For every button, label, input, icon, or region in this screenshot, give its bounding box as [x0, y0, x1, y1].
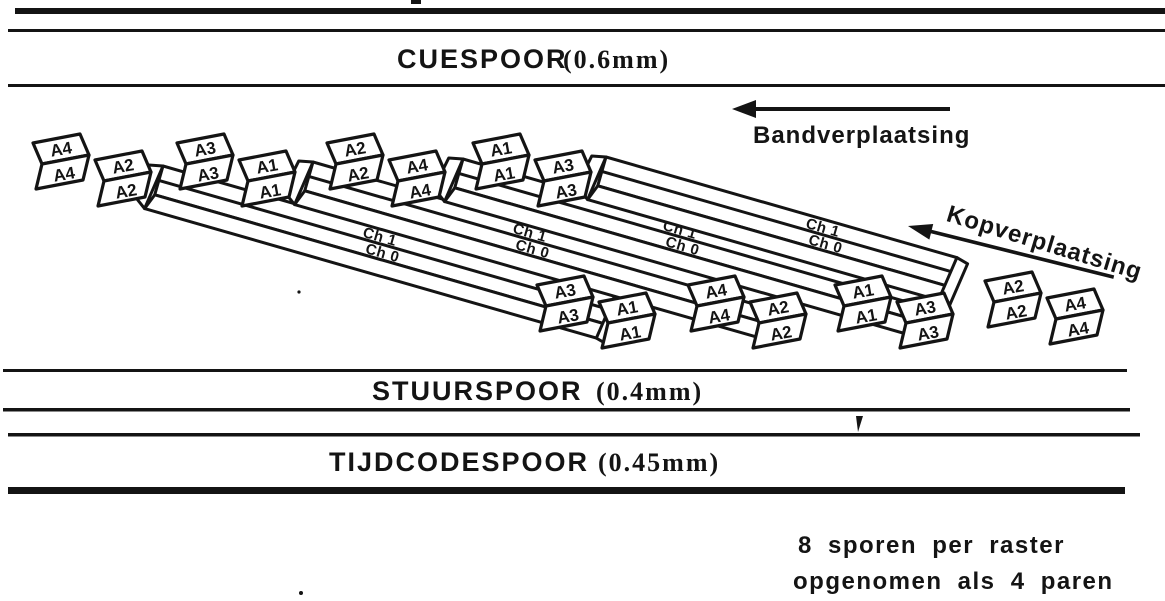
block-front-face — [986, 291, 1043, 329]
block-label-front: A3 — [554, 180, 579, 202]
block-label-front: A1 — [618, 322, 643, 344]
block-front-face — [34, 153, 91, 191]
tape-edge-line-bottom — [8, 487, 1125, 494]
block-label-front: A2 — [769, 322, 794, 344]
block-front-face — [390, 170, 447, 208]
arrow-shaft — [750, 107, 950, 111]
block-label-top: A2 — [1001, 276, 1026, 298]
block-label-front: A3 — [556, 305, 581, 327]
channel-divider-line — [158, 178, 612, 312]
block-label-top: A2 — [343, 138, 368, 160]
block-label-top: A2 — [111, 155, 136, 177]
block-front-face — [689, 295, 746, 333]
block-front-face — [898, 312, 955, 350]
block-label-front: A3 — [916, 322, 941, 344]
cuespoor-lower-line — [8, 84, 1165, 87]
block-label-front: A4 — [707, 305, 732, 328]
tape-edge-line-top — [15, 8, 1165, 14]
block-label-front: A3 — [196, 163, 221, 185]
block-front-face — [240, 170, 297, 208]
block-label-front: A4 — [52, 163, 77, 186]
block-label-top: A1 — [615, 297, 640, 319]
block-front-face — [474, 153, 531, 191]
cuespoor-width: (0.6mm) — [563, 45, 670, 74]
block-front-face — [538, 295, 595, 333]
tijdcodespoor-label: TIJDCODESPOOR — [329, 447, 589, 477]
block-label-front: A2 — [346, 163, 371, 185]
block-front-face — [328, 153, 385, 191]
arrow-head-left-icon — [908, 224, 934, 240]
block-front-face — [600, 312, 657, 350]
block-label-top: A3 — [553, 280, 578, 302]
block-label-front: A2 — [114, 180, 139, 202]
block-label-top: A1 — [255, 155, 280, 177]
arrow-head-left-icon — [732, 100, 756, 118]
scan-speck — [297, 290, 301, 294]
tape-movement-arrow: Bandverplaatsing — [732, 100, 970, 149]
stuurspoor-label: STUURSPOOR — [372, 376, 583, 406]
block-label-top: A1 — [851, 280, 876, 302]
block-front-face — [836, 295, 893, 333]
block-front-face — [1048, 308, 1105, 346]
block-label-front: A1 — [854, 305, 879, 327]
tape-movement-label: Bandverplaatsing — [753, 122, 970, 149]
block-label-top: A4 — [405, 155, 430, 178]
note-line-2: opgenomen als 4 paren — [793, 568, 1114, 595]
block-label-top: A3 — [193, 138, 218, 160]
channel-divider-line — [601, 169, 954, 274]
block-label-top: A3 — [551, 155, 576, 177]
block-label-top: A4 — [1063, 293, 1088, 316]
block-label-front: A4 — [408, 180, 433, 203]
stuurspoor-lower-line — [3, 408, 1130, 412]
stray-apostrophe-mark — [856, 416, 863, 432]
scan-tick-mark — [411, 0, 421, 4]
stuurspoor-upper-line — [3, 369, 1127, 372]
block-label-top: A3 — [913, 297, 938, 319]
tijdcodespoor-width: (0.45mm) — [598, 448, 720, 477]
block-label-front: A4 — [1066, 318, 1091, 341]
cuespoor-label: CUESPOOR — [397, 44, 568, 74]
block-front-face — [96, 170, 153, 208]
scan-speck — [299, 591, 303, 595]
note-line-1: 8 sporen per raster — [798, 532, 1065, 559]
block-label-top: A1 — [489, 138, 514, 160]
block-front-face — [536, 170, 593, 208]
block-label-front: A2 — [1004, 301, 1029, 323]
tijdcodespoor-upper-line — [8, 433, 1140, 437]
block-label-front: A1 — [492, 163, 517, 185]
cuespoor-upper-line — [8, 29, 1165, 32]
block-label-top: A2 — [766, 297, 791, 319]
block-label-front: A1 — [258, 180, 283, 202]
block-front-face — [178, 153, 235, 191]
block-front-face — [751, 312, 808, 350]
block-label-top: A4 — [49, 138, 74, 161]
block-label-top: A4 — [704, 280, 729, 303]
arrow-shaft — [923, 227, 1115, 279]
stuurspoor-width: (0.4mm) — [596, 377, 703, 406]
